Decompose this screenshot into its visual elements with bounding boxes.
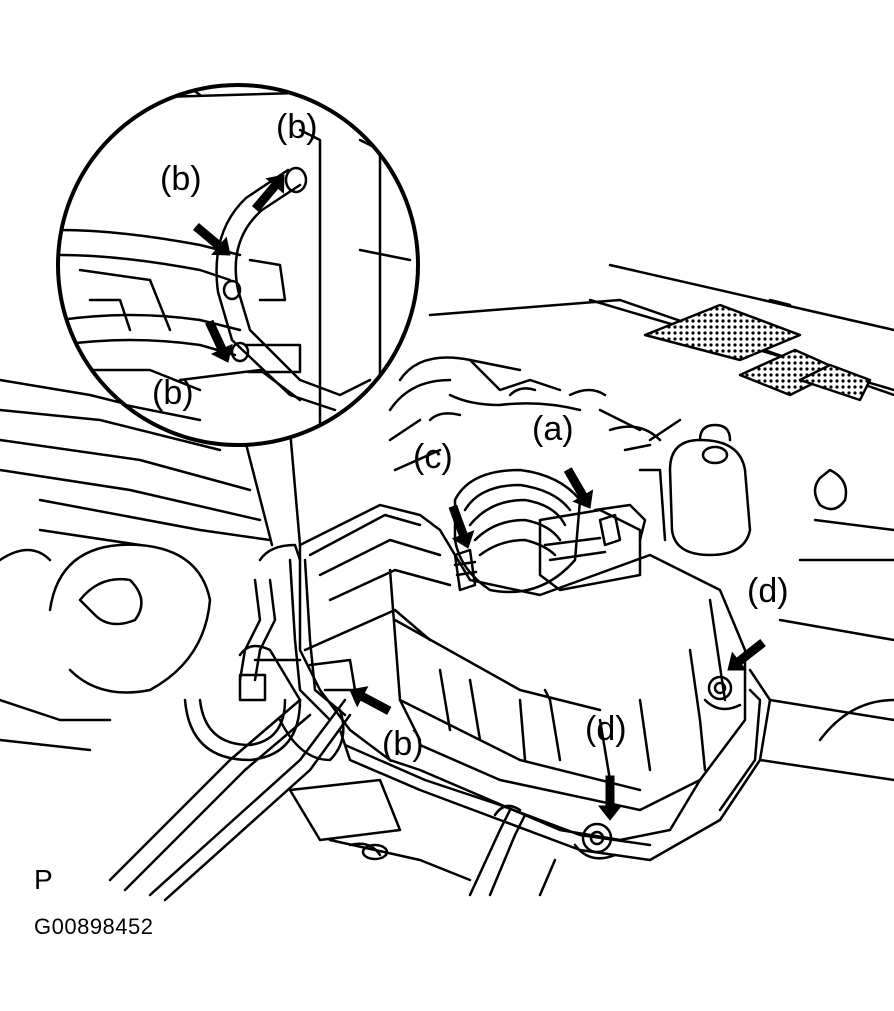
- arrow-icon: [251, 174, 285, 212]
- cowl-grille-left: [643, 303, 802, 362]
- magnified-detail-circle: [56, 83, 420, 447]
- arrow-icon: [563, 467, 594, 509]
- callout-d-upper: (d): [747, 572, 789, 610]
- callout-b-lower: (b): [382, 725, 424, 763]
- callout-a: (a): [532, 410, 574, 448]
- figure-id-label: G00898452: [34, 914, 154, 939]
- arrow-icon: [193, 222, 231, 256]
- callout-d-lower: (d): [585, 710, 627, 748]
- callout-b-detail-top: (b): [276, 108, 318, 146]
- arrow-icon: [448, 504, 475, 549]
- arrow-icon: [597, 775, 623, 821]
- arrow-icon: [205, 319, 233, 363]
- arrow-icon: [349, 686, 392, 715]
- callout-b-detail-bottom: (b): [152, 374, 194, 412]
- reservoir-tank: [668, 438, 752, 557]
- callout-c: (c): [413, 438, 453, 476]
- intake-duct: [453, 468, 582, 594]
- bolt-lower: [581, 822, 613, 854]
- corner-code-label: P: [34, 864, 53, 895]
- engine-bay-drawing: [0, 263, 894, 902]
- bolt-upper: [707, 675, 733, 701]
- callout-b-detail-left: (b): [160, 160, 202, 198]
- cowl-grille-right: [798, 363, 872, 402]
- arrow-icon: [727, 639, 766, 671]
